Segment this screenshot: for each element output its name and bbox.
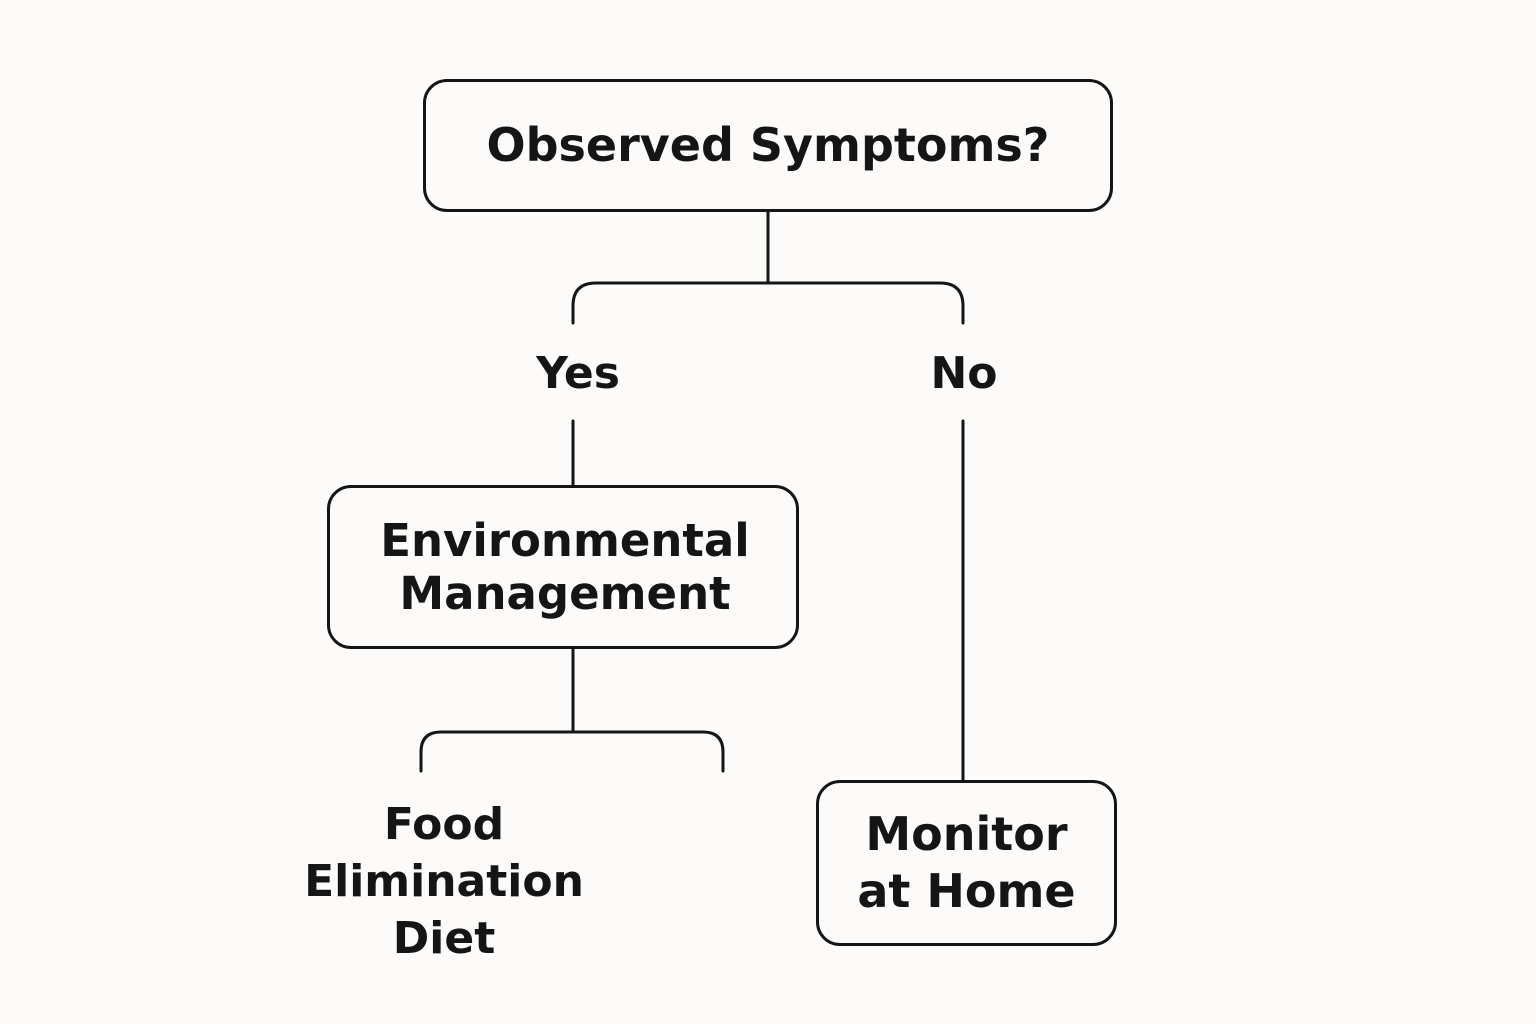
food-elimination-diet-line-1: Food [383,799,505,850]
observed-symptoms-node: Observed Symptoms? [423,79,1113,212]
environmental-branch-connector [419,730,725,773]
food-elimination-diet-label: Food Elimination Diet [286,796,602,968]
environmental-management-node: Environmental Management [327,485,799,649]
no-branch-label: No [930,348,998,399]
yes-branch-label: Yes [536,348,620,399]
monitor-at-home-line-2: at Home [857,864,1076,918]
monitor-at-home-node: Monitor at Home [816,780,1117,946]
environmental-management-label: Environmental Management [380,514,749,620]
observed-symptoms-label: Observed Symptoms? [486,118,1050,173]
environmental-management-line-2: Management [399,567,731,620]
monitor-at-home-label: Monitor at Home [857,806,1075,920]
food-elimination-diet-line-2: Elimination [304,856,584,908]
monitor-at-home-line-1: Monitor [865,806,1068,861]
food-elimination-diet-line-3: Diet [392,913,496,965]
environmental-management-line-1: Environmental [380,513,750,567]
root-branch-connector [571,281,965,325]
